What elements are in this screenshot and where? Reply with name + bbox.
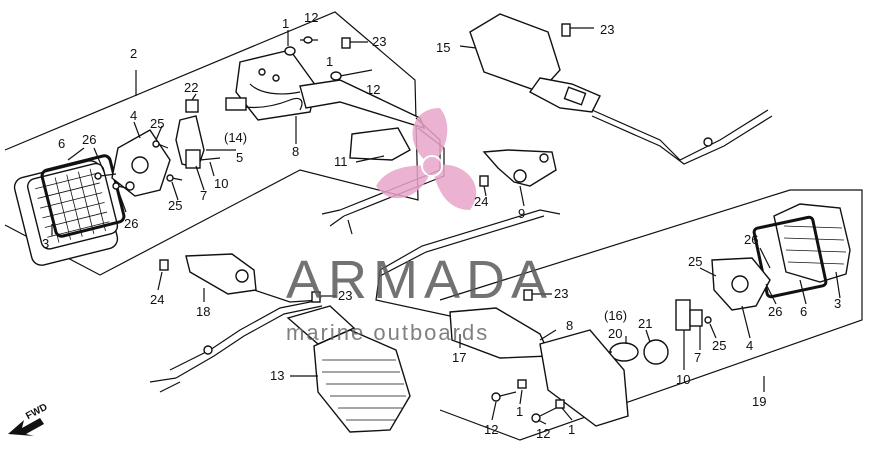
callout-3: 3 — [834, 296, 841, 311]
callout-26: 26 — [768, 304, 782, 319]
fwd-indicator: FWD — [8, 402, 49, 436]
callout-8: 8 — [292, 144, 299, 159]
wires-13 — [149, 299, 323, 393]
nut-23-upper — [341, 37, 368, 49]
callout-13: 13 — [270, 368, 284, 383]
callout-26: 26 — [82, 132, 96, 147]
callout-5: 5 — [236, 150, 243, 165]
callout-10: 10 — [214, 176, 228, 191]
callout-1: 1 — [326, 54, 333, 69]
callout-3: 3 — [42, 236, 49, 251]
callout-7: 7 — [694, 350, 701, 365]
callout-labels: 1 12 23 2 1 12 15 23 22 4 25 26 6 (14) 5… — [42, 10, 841, 441]
callout-12: 12 — [484, 422, 498, 437]
group-2-bracket — [4, 11, 419, 276]
callout-7: 7 — [200, 188, 207, 203]
bulb-20-21 — [600, 339, 669, 365]
callout-8: 8 — [566, 318, 573, 333]
rim-6-right — [752, 215, 828, 299]
callout-1: 1 — [282, 16, 289, 31]
callout-15: 15 — [436, 40, 450, 55]
callout-9: 9 — [518, 206, 525, 221]
callout-6: 6 — [800, 304, 807, 319]
callout-1: 1 — [568, 422, 575, 437]
arrow-icon — [8, 418, 44, 436]
callout-24: 24 — [150, 292, 164, 307]
callout-22: 22 — [184, 80, 198, 95]
callout-23: 23 — [338, 288, 352, 303]
callout-6: 6 — [58, 136, 65, 151]
screw-1-12-upper — [284, 30, 373, 81]
callout-16: (16) — [604, 308, 627, 323]
screw-23-right — [561, 23, 594, 37]
callout-25: 25 — [168, 198, 182, 213]
callout-23: 23 — [554, 286, 568, 301]
callout-24: 24 — [474, 194, 488, 209]
callout-20: 20 — [608, 326, 622, 341]
callout-23: 23 — [372, 34, 386, 49]
signal-15 — [469, 13, 773, 165]
callout-14: (14) — [224, 130, 247, 145]
watermark-tagline: marine outboards — [286, 320, 489, 345]
watermark: ARMADA marine outboards — [286, 108, 553, 345]
callout-11: 11 — [334, 154, 348, 169]
callout-17: 17 — [452, 350, 466, 365]
lens-3-right — [773, 203, 851, 283]
callout-12: 12 — [304, 10, 318, 25]
callout-25: 25 — [688, 254, 702, 269]
bracket-9 — [479, 149, 557, 187]
fwd-label: FWD — [24, 402, 49, 422]
housing-17 — [375, 209, 629, 427]
propeller-icon — [376, 108, 477, 210]
callout-21: 21 — [638, 316, 652, 331]
group-19-bracket — [439, 189, 863, 441]
callout-26: 26 — [744, 232, 758, 247]
screws-25-26-left — [94, 140, 183, 190]
bracket-18 — [185, 253, 321, 303]
screws-23-middle — [311, 289, 552, 303]
nut-24-lower — [159, 259, 169, 271]
callout-2: 2 — [130, 46, 137, 61]
callout-23: 23 — [600, 22, 614, 37]
screws-1-12-bottom — [491, 379, 565, 423]
socket-7-10-right — [675, 299, 712, 331]
callout-19: 19 — [752, 394, 766, 409]
callout-1: 1 — [516, 404, 523, 419]
callout-18: 18 — [196, 304, 210, 319]
callout-4: 4 — [746, 338, 753, 353]
callout-25: 25 — [712, 338, 726, 353]
callout-4: 4 — [130, 108, 137, 123]
leader-lines — [51, 45, 841, 425]
callout-12: 12 — [536, 426, 550, 441]
callout-25: 25 — [150, 116, 164, 131]
socket-plate-4-right — [711, 257, 771, 311]
callout-12: 12 — [366, 82, 380, 97]
socket-7-10-left — [185, 149, 221, 169]
watermark-brand: ARMADA — [286, 250, 553, 310]
callout-26: 26 — [124, 216, 138, 231]
callout-10: 10 — [676, 372, 690, 387]
housing-8-upper — [225, 49, 426, 130]
signal-13 — [286, 305, 411, 433]
